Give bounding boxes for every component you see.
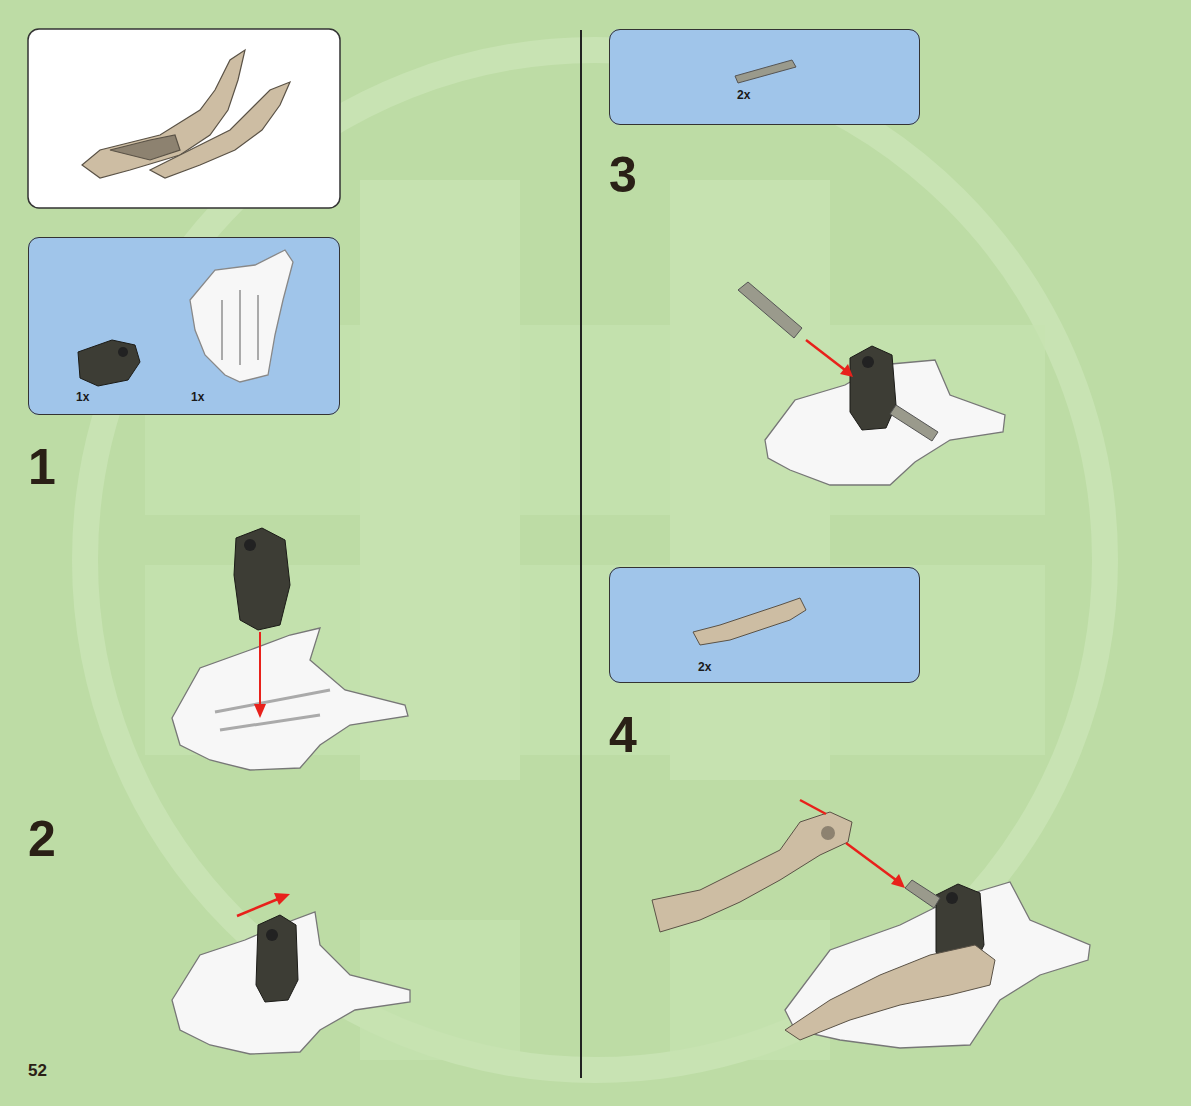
white-body-part xyxy=(190,250,293,382)
connector-part xyxy=(234,528,290,630)
parts-panel: 2x xyxy=(609,29,920,125)
connector-part xyxy=(78,340,140,386)
preview-panel xyxy=(28,29,340,208)
step-number: 2 xyxy=(28,814,56,864)
axle-part xyxy=(738,282,938,441)
white-base xyxy=(172,628,408,770)
step-number: 3 xyxy=(609,150,637,200)
red-arrow xyxy=(800,800,905,888)
page-number: 52 xyxy=(28,1062,47,1079)
parts-panel: 2x xyxy=(609,567,920,683)
step-number: 1 xyxy=(28,442,56,492)
red-arrow xyxy=(237,893,290,916)
axle-part xyxy=(905,880,940,908)
quantity-label: 2x xyxy=(698,661,711,673)
quantity-label: 1x xyxy=(191,391,204,403)
red-arrow xyxy=(806,340,853,377)
step-number: 4 xyxy=(609,710,637,760)
bone-part xyxy=(652,812,995,1040)
divider xyxy=(580,30,582,1078)
red-arrow xyxy=(254,632,266,718)
connector-part xyxy=(256,915,298,1002)
claw-assembly xyxy=(82,50,290,178)
parts-panel-fill xyxy=(609,29,920,125)
parts-panel-fill xyxy=(609,567,920,683)
white-base xyxy=(172,912,410,1054)
bone-part xyxy=(693,598,806,645)
parts-panel-fill xyxy=(28,237,340,415)
quantity-label: 2x xyxy=(737,89,750,101)
white-base xyxy=(785,882,1090,1048)
connector-part xyxy=(850,346,896,430)
axle-part xyxy=(735,60,796,83)
parts-panel: 1x 1x xyxy=(28,237,340,415)
quantity-label: 1x xyxy=(76,391,89,403)
